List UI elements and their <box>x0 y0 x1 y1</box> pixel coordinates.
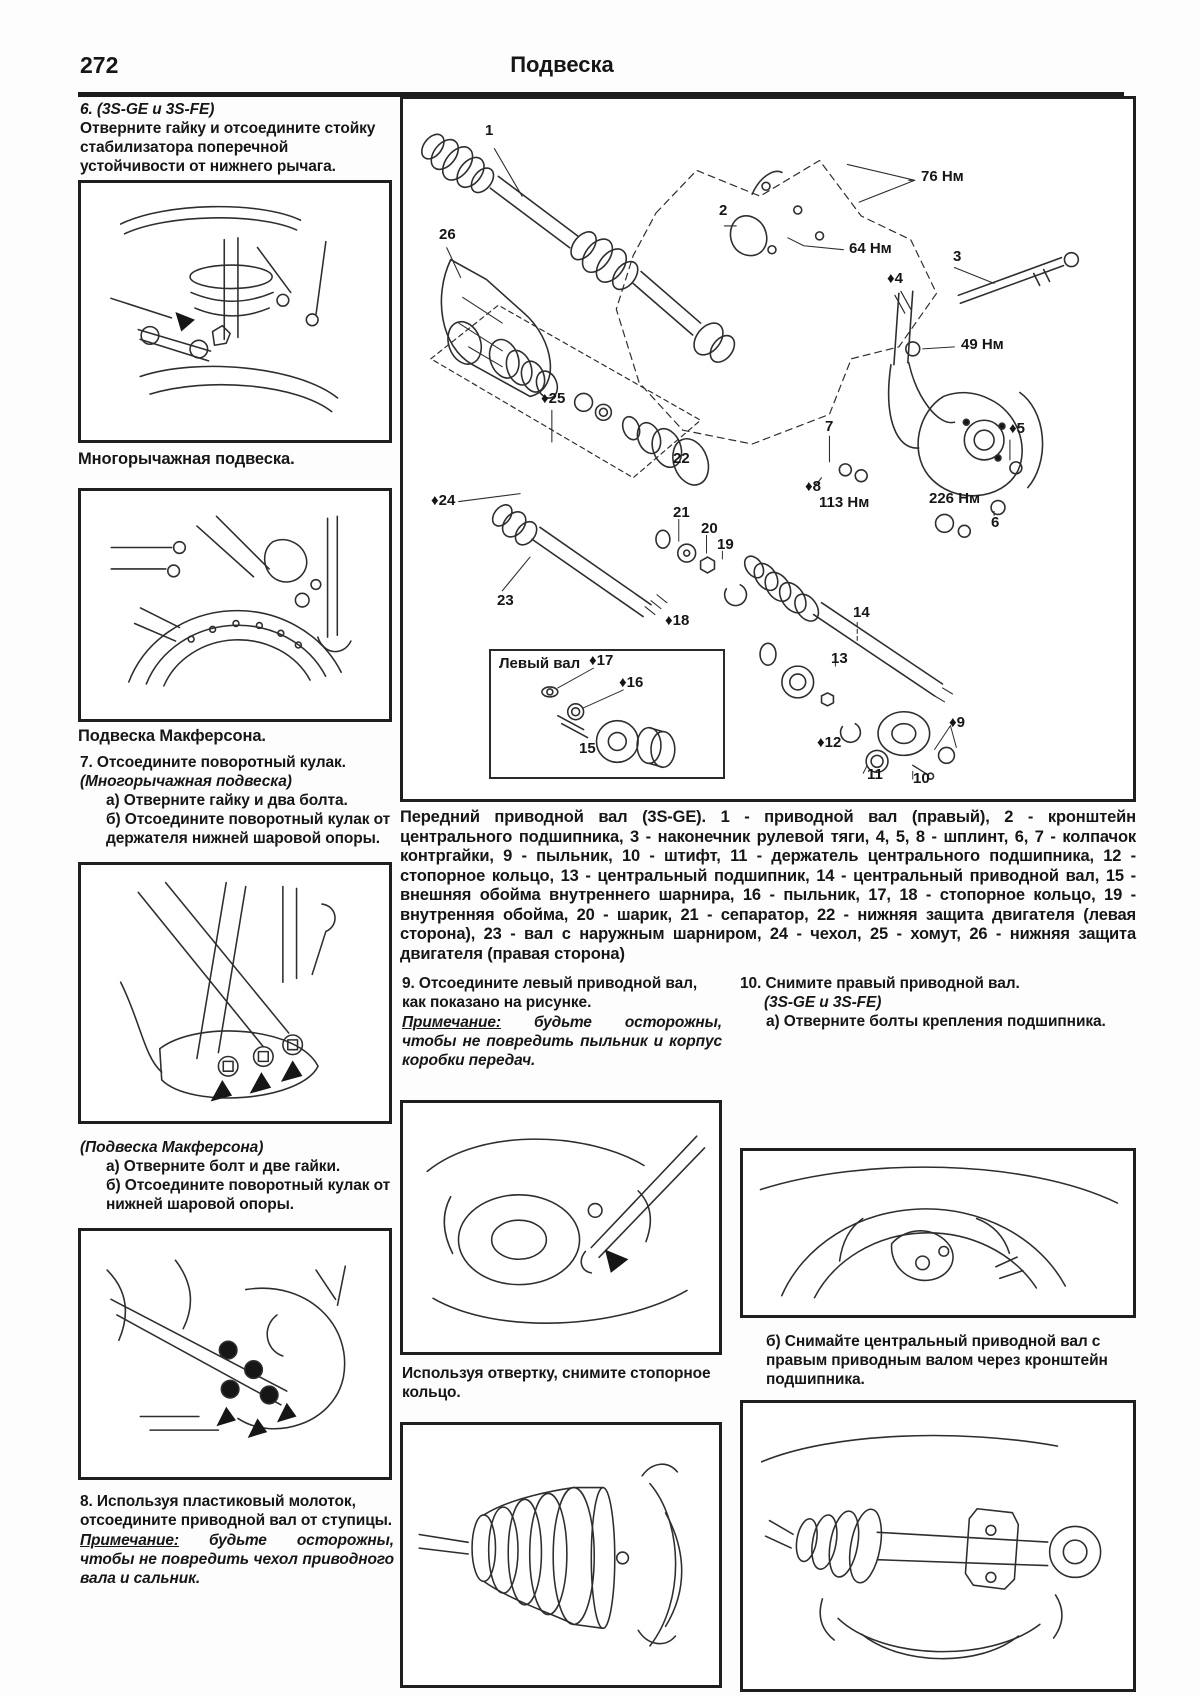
diagram-callout: 23 <box>497 592 514 609</box>
step6-heading: 6. (3S-GE и 3S-FE) <box>80 101 215 118</box>
figure-knuckle-macpherson <box>78 1228 392 1480</box>
diagram-callout: ♦12 <box>817 734 842 751</box>
figure-bearing-bolts <box>740 1148 1136 1318</box>
diagram-callout: 19 <box>717 536 734 553</box>
step6-body: Отверните гайку и отсоедините стойку ста… <box>80 120 376 175</box>
note-label: Примечание: <box>402 1014 501 1031</box>
step8-note: Примечание: будьте осторожны, чтобы не п… <box>80 1531 394 1588</box>
figure-remove-center-shaft <box>740 1400 1136 1692</box>
figure-knuckle-multilink <box>78 862 392 1124</box>
line-art-stabilizer <box>110 205 339 413</box>
step10-sub: (3S-GE и 3S-FE) <box>764 994 882 1011</box>
figure-pry-left-shaft <box>400 1100 722 1355</box>
diagram-callout: ♦5 <box>1009 420 1025 437</box>
line-art-center-shaft <box>760 1434 1102 1660</box>
diagram-callout: 11 <box>867 766 883 783</box>
note-text: будьте осторожны, чтобы не повредить пыл… <box>402 1014 722 1069</box>
step10-item-b: б) Снимайте центральный приводной вал с … <box>766 1333 1108 1388</box>
diagram-callout: 3 <box>953 248 962 265</box>
step10-item-a: а) Отверните болты крепления подшипника. <box>766 1013 1106 1030</box>
mac-item-a: а) Отверните болт и две гайки. <box>106 1158 341 1175</box>
page-number: 272 <box>80 52 119 78</box>
diagram-callout: 13 <box>831 650 848 667</box>
macpherson-heading: Подвеска Макферсона. <box>78 727 266 745</box>
diagram-callout: 26 <box>439 226 456 243</box>
note-label: Примечание: <box>80 1532 179 1549</box>
diagram-callout: 76 Нм <box>921 168 964 185</box>
diagram-callout: 1 <box>485 122 494 139</box>
step7-sub: (Многорычажная подвеска) <box>80 773 292 790</box>
line-art-wheel-arch <box>759 1166 1119 1299</box>
diagram-callout: 14 <box>853 604 870 621</box>
step9: 9. Отсоедините левый приводной вал, как … <box>402 975 698 1011</box>
page-title: Подвеска <box>510 52 614 77</box>
diagram-callout: ♦17 <box>589 652 614 669</box>
step10: 10. Снимите правый приводной вал. <box>740 975 1020 992</box>
figure-main-exploded-diagram: Левый вал 1 26 2 76 Нм 64 Нм 3 ♦4 49 Нм ♦25 22 7 ♦8… <box>400 96 1136 802</box>
diagram-callout: 20 <box>701 520 718 537</box>
line-art-knuckle-2 <box>106 1259 347 1438</box>
line-art-exploded-driveshaft <box>421 133 1080 780</box>
figure-cv-boot-closeup <box>400 1422 722 1688</box>
diagram-callout: 64 Нм <box>849 240 892 257</box>
line-art-knuckle-1 <box>119 881 336 1102</box>
figure-multilink-suspension <box>78 488 392 722</box>
diagram-callout: 10 <box>913 770 930 787</box>
figure-stabilizer-link <box>78 180 392 443</box>
line-art-pry <box>426 1135 706 1324</box>
step7-item-b: б) Отсоедините поворотный кулак от держа… <box>106 811 391 847</box>
step9-note: Примечание: будьте осторожны, чтобы не п… <box>402 1013 722 1070</box>
step7: 7. Отсоедините поворотный кулак. <box>80 754 346 771</box>
step8: 8. Используя пластиковый молоток, отсоед… <box>80 1493 392 1529</box>
diagram-callout: 113 Нм <box>819 494 870 511</box>
diagram-callout: 22 <box>673 450 690 467</box>
diagram-callout: ♦24 <box>431 492 456 509</box>
diagram-callout: ♦16 <box>619 674 644 691</box>
diagram-callout: ♦18 <box>665 612 690 629</box>
header-rule <box>78 92 1124 97</box>
left-shaft-inset-box: Левый вал <box>489 649 725 779</box>
mac-item-b: б) Отсоедините поворотный кулак от нижне… <box>106 1177 391 1213</box>
diagram-callout: 226 Нм <box>929 490 981 507</box>
diagram-caption: Передний приводной вал (3S-GE). 1 - прив… <box>400 808 1136 963</box>
step7-item-a: а) Отверните гайку и два болта. <box>106 792 348 809</box>
diagram-callout: 49 Нм <box>961 336 1004 353</box>
diagram-callout: ♦4 <box>887 270 903 287</box>
diagram-callout: ♦9 <box>949 714 965 731</box>
mac-sub: (Подвеска Макферсона) <box>80 1139 264 1156</box>
diagram-callout: ♦8 <box>805 478 821 495</box>
diagram-callout: 15 <box>579 740 596 757</box>
diagram-callout: 2 <box>719 202 728 219</box>
diagram-callout: 7 <box>825 418 834 435</box>
snap-ring-text: Используя отвертку, снимите стопорное ко… <box>402 1365 711 1401</box>
left-shaft-label: Левый вал <box>499 655 581 672</box>
diagram-callout: ♦25 <box>541 390 566 407</box>
diagram-callout: 6 <box>991 514 1000 531</box>
note-text: будьте осторожны, чтобы не повредить чех… <box>80 1532 394 1587</box>
multilink-heading: Многорычажная подвеска. <box>78 450 295 468</box>
line-art-boot <box>418 1463 683 1647</box>
line-art-multilink <box>110 515 352 687</box>
diagram-callout: 21 <box>673 504 690 521</box>
